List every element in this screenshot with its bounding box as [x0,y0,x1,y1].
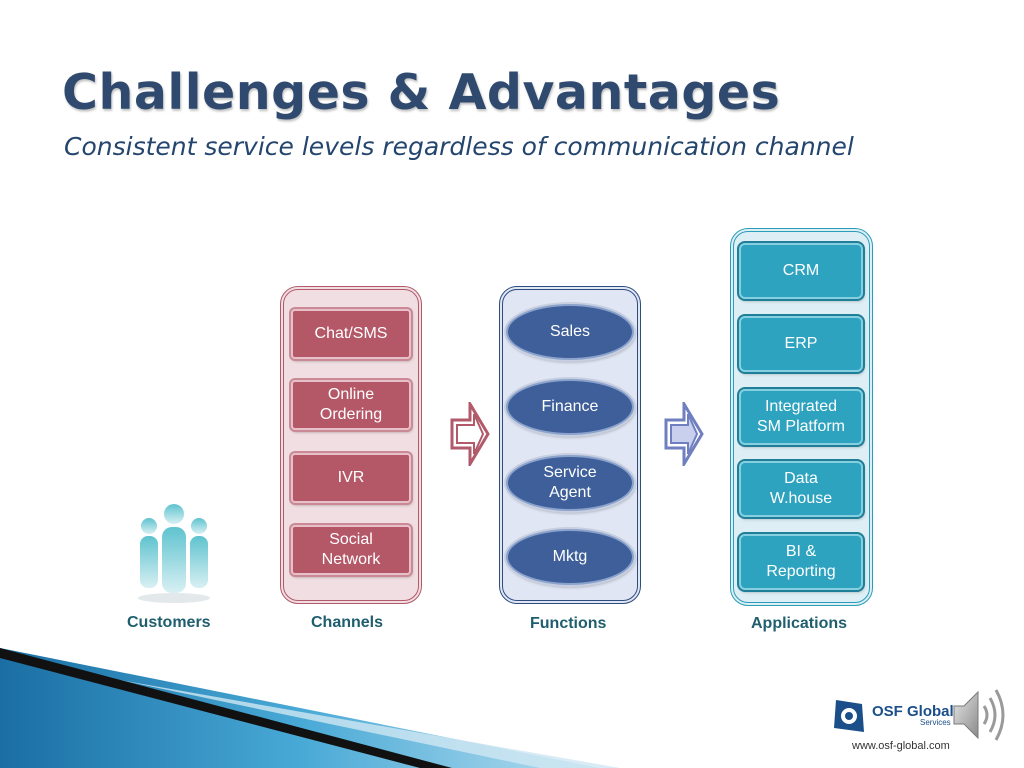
channel-item-3: IVR [291,453,411,503]
function-item-1: Sales [506,304,634,360]
logo-subtext: Services [920,718,951,727]
channel-item-2: Online Ordering [291,380,411,430]
osf-logo-icon [834,700,864,732]
speaker-icon[interactable] [950,684,1008,746]
application-item-3: Integrated SM Platform [739,389,863,445]
functions-label: Functions [530,615,607,632]
customers-label: Customers [127,614,211,631]
application-item-2: ERP [739,316,863,372]
function-item-3: Service Agent [506,455,634,511]
people-icon [138,504,210,603]
channels-label: Channels [311,614,384,631]
arrow-right-icon [450,402,490,466]
function-item-2: Finance [506,379,634,435]
applications-label: Applications [751,615,848,632]
application-item-5: BI & Reporting [739,534,863,590]
channel-item-4: Social Network [291,525,411,575]
arrow-right-icon [664,402,704,466]
logo-text: OSF Global [872,703,954,720]
channel-item-1: Chat/SMS [291,309,411,359]
footer-url[interactable]: www.osf-global.com [852,740,950,752]
application-item-4: Data W.house [739,461,863,517]
application-item-1: CRM [739,243,863,299]
function-item-4: Mktg [506,529,634,585]
slide-title: Challenges & Advantages [62,64,781,121]
slide-subtitle: Consistent service levels regardless of … [64,132,854,161]
